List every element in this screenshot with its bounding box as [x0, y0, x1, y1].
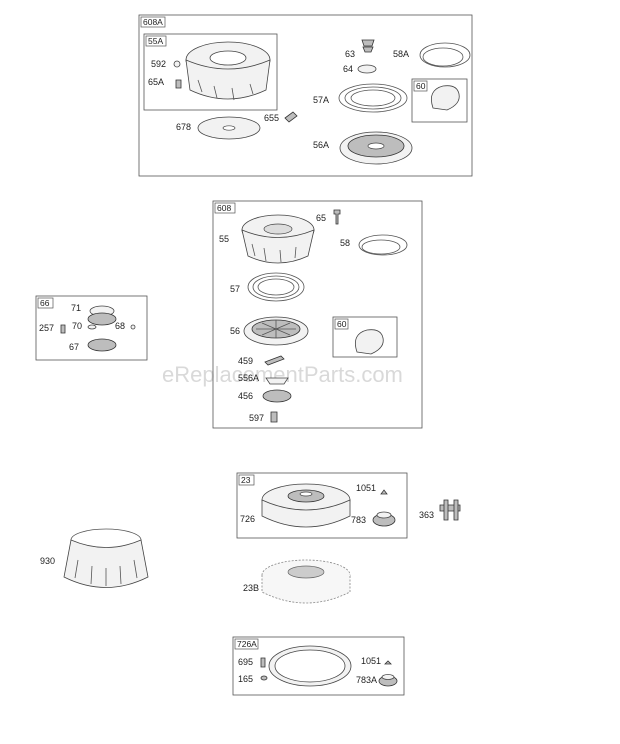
label-64: 64: [343, 64, 353, 74]
label-592: 592: [151, 59, 166, 69]
rope-58: [358, 234, 408, 256]
label-783A: 783A: [356, 675, 377, 685]
group-726A-tag: 726A: [237, 639, 257, 649]
label-655: 655: [264, 113, 279, 123]
blower-housing-55A: [185, 41, 271, 101]
handle-60a: [430, 85, 460, 111]
group-608A-tag-box: [140, 16, 166, 28]
group-66-tag: 66: [40, 298, 50, 308]
label-68: 68: [115, 321, 125, 331]
group-55A-tag: 55A: [148, 36, 163, 46]
label-58: 58: [340, 238, 350, 248]
flywheel-23B: [261, 559, 351, 604]
part-556A: [265, 377, 289, 385]
label-678: 678: [176, 122, 191, 132]
label-1051a: 1051: [356, 483, 376, 493]
group-23-tag-box: [238, 474, 255, 486]
part-459: [264, 355, 285, 366]
spring-57A: [338, 83, 408, 113]
part-655: [284, 111, 298, 123]
group-60a-tag: 60: [416, 81, 426, 91]
label-58A: 58A: [393, 49, 409, 59]
part-363: [439, 499, 461, 521]
group-60b-box: [332, 316, 398, 358]
label-783: 783: [351, 515, 366, 525]
label-597: 597: [249, 413, 264, 423]
part-783: [372, 511, 396, 527]
group-608-tag: 608: [217, 203, 231, 213]
label-65: 65: [316, 213, 326, 223]
label-67: 67: [69, 342, 79, 352]
label-70: 70: [72, 321, 82, 331]
pulley-56A: [339, 131, 413, 165]
group-60a-box: [411, 78, 468, 123]
part-71: [87, 305, 117, 326]
group-23-tag: 23: [241, 475, 251, 485]
label-257: 257: [39, 323, 54, 333]
group-608A-tag: 608A: [143, 17, 163, 27]
rope-58A: [419, 42, 471, 68]
label-726: 726: [240, 514, 255, 524]
part-65A: [175, 79, 182, 89]
part-592: [173, 60, 181, 68]
part-597: [270, 411, 278, 423]
label-63: 63: [345, 49, 355, 59]
label-556A: 556A: [238, 373, 259, 383]
group-60b-tag-box: [334, 318, 349, 330]
group-66-box: [35, 295, 148, 361]
part-930: [63, 528, 149, 588]
part-68: [130, 324, 136, 330]
group-23-box: [236, 472, 408, 539]
part-257: [60, 324, 66, 334]
label-459: 459: [238, 356, 253, 366]
flywheel-23: [261, 483, 351, 528]
label-57A: 57A: [313, 95, 329, 105]
part-65: [333, 209, 341, 225]
handle-60b: [354, 329, 384, 355]
group-726A-tag-box: [234, 638, 259, 650]
label-65A: 65A: [148, 77, 164, 87]
part-165: [260, 675, 268, 681]
ring-gear-726A: [268, 645, 352, 687]
label-456: 456: [238, 391, 253, 401]
part-783A: [378, 674, 398, 687]
label-56A: 56A: [313, 140, 329, 150]
part-64: [357, 64, 377, 74]
part-63: [361, 39, 375, 53]
part-1051a: [380, 489, 388, 495]
part-1051b: [384, 660, 392, 665]
label-57: 57: [230, 284, 240, 294]
group-66-tag-box: [37, 297, 54, 309]
group-608A-box: [138, 14, 473, 177]
group-726A-box: [232, 636, 405, 696]
group-60b-tag: 60: [337, 319, 347, 329]
part-456: [262, 389, 292, 403]
part-70: [87, 324, 97, 330]
label-165: 165: [238, 674, 253, 684]
label-363: 363: [419, 510, 434, 520]
label-930: 930: [40, 556, 55, 566]
group-608-tag-box: [214, 202, 236, 214]
part-695: [260, 657, 266, 668]
group-60a-tag-box: [413, 80, 428, 92]
group-608-box: [212, 200, 423, 429]
part-67: [87, 338, 117, 352]
group-55A-tag-box: [145, 35, 167, 47]
blower-housing-55: [241, 214, 315, 264]
label-695: 695: [238, 657, 253, 667]
label-56: 56: [230, 326, 240, 336]
label-23B: 23B: [243, 583, 259, 593]
pulley-56: [243, 316, 309, 346]
label-71: 71: [71, 303, 81, 313]
label-55: 55: [219, 234, 229, 244]
label-1051b: 1051: [361, 656, 381, 666]
spring-57: [247, 272, 305, 302]
group-55A-box: [143, 33, 278, 111]
